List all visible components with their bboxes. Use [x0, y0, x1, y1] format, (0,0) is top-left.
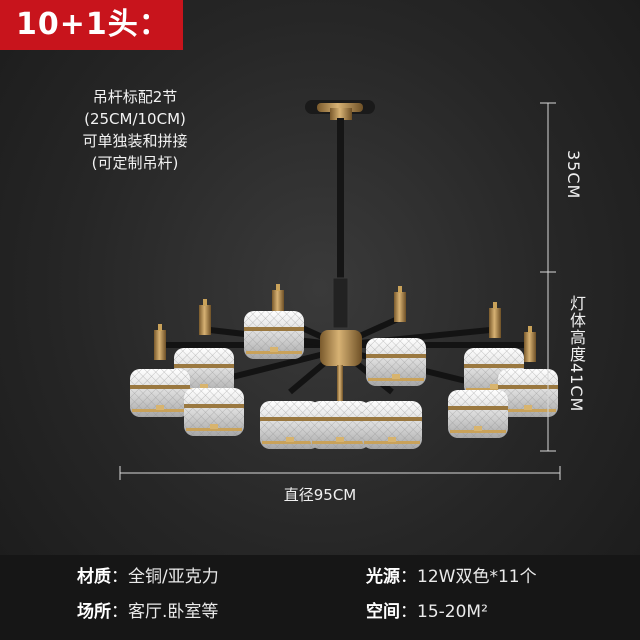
rod-note: 吊杆标配2节 (25CM/10CM) 可单独装和拼接 (可定制吊杆)	[40, 86, 230, 174]
spec-light-source: 光源：12W双色*11个	[366, 562, 537, 587]
spec-value: 全铜/亚克力	[128, 567, 219, 587]
rod-note-line: 可单独装和拼接	[82, 132, 188, 150]
rod-note-line: (25CM/10CM)	[84, 110, 186, 128]
marble-stem	[332, 277, 349, 329]
dimension-lines	[119, 102, 561, 480]
spec-key: 空间	[366, 602, 400, 622]
spec-value: 12W双色*11个	[417, 567, 537, 587]
spec-material: 材质：全铜/亚克力	[77, 562, 219, 587]
product-badge: 10+1头：	[0, 0, 183, 50]
spec-value: 客厅.卧室等	[128, 602, 219, 622]
spec-panel: 材质：全铜/亚克力 光源：12W双色*11个 场所：客厅.卧室等 空间：15-2…	[0, 555, 640, 640]
spec-location: 场所：客厅.卧室等	[77, 597, 218, 622]
diameter-label: 直径95CM	[283, 486, 357, 504]
spec-sep: ：	[400, 602, 417, 622]
spec-sep: ：	[111, 567, 128, 587]
rod-note-line: 吊杆标配2节	[92, 88, 178, 106]
hanging-rod	[337, 118, 344, 278]
spec-value: 15-20M²	[417, 602, 488, 622]
spec-key: 光源	[366, 567, 400, 587]
spec-sep: ：	[400, 567, 417, 587]
spec-key: 材质	[77, 567, 111, 587]
ceiling-canopy	[305, 100, 375, 120]
lamp-height-label: 灯体高度41CM	[567, 295, 586, 413]
spec-key: 场所	[77, 602, 111, 622]
spec-space: 空间：15-20M²	[366, 597, 488, 622]
center-hub	[320, 330, 362, 366]
rod-height-label: 35CM	[564, 150, 583, 200]
rod-note-line: (可定制吊杆)	[91, 154, 179, 172]
spec-sep: ：	[111, 602, 128, 622]
